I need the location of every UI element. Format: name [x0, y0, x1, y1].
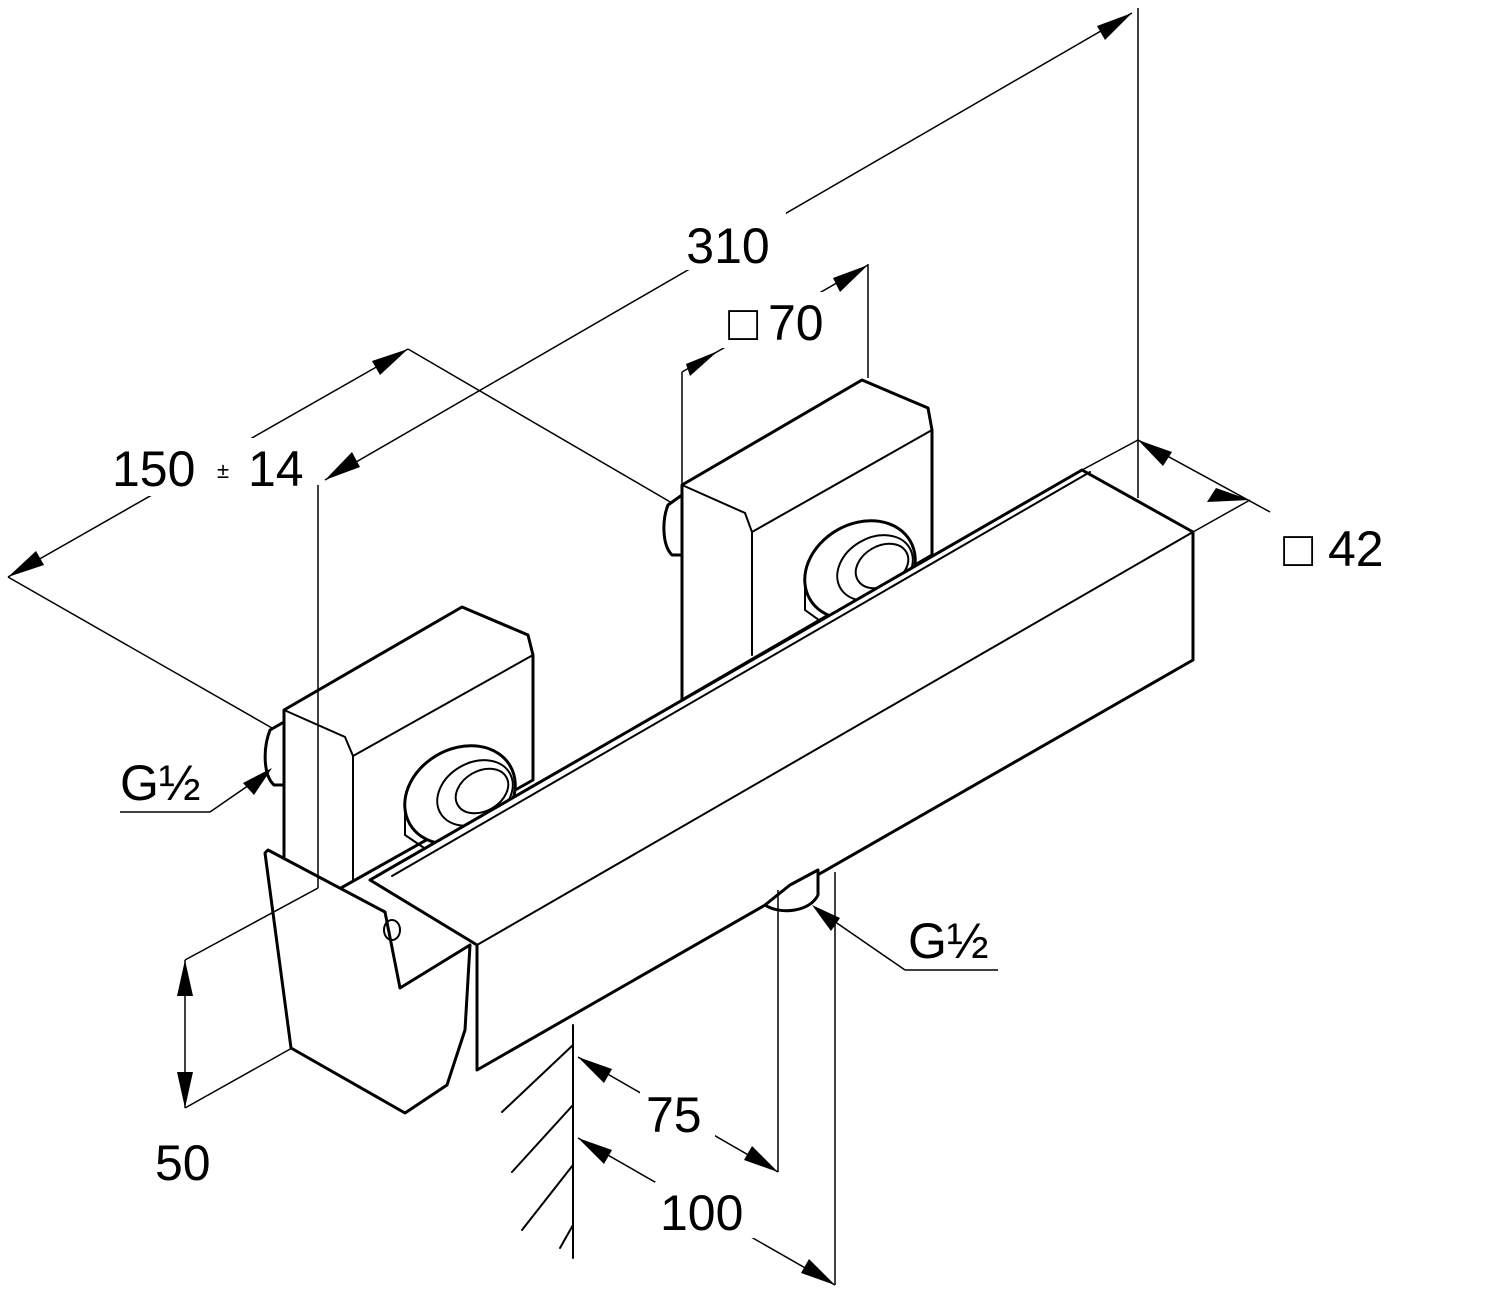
- dim-50: 50: [155, 887, 319, 1191]
- outlet-thread-label: G½: [908, 913, 989, 969]
- dim-inlet-thread: G½: [120, 755, 272, 813]
- dim-flange-70: □ 70: [681, 264, 869, 485]
- dim-bar-42: □ 42: [1081, 439, 1384, 577]
- dim-outlet-thread: G½: [812, 905, 998, 971]
- dim-42-symbol: □: [1283, 521, 1314, 577]
- dim-150-label: 150: [112, 441, 195, 497]
- dim-150: 150 ± 14: [7, 348, 673, 729]
- dim-75: 75: [577, 890, 779, 1173]
- dim-310-label: 310: [686, 218, 769, 274]
- dim-310: 310: [317, 8, 1139, 888]
- dim-100-label: 100: [660, 1185, 743, 1241]
- dim-50-label: 50: [155, 1135, 211, 1191]
- dim-70-symbol: □: [728, 295, 759, 351]
- lever-handle: [263, 848, 472, 1115]
- left-wall-flange: [263, 605, 535, 922]
- dim-42-label: 42: [1328, 521, 1384, 577]
- dim-75-label: 75: [646, 1087, 702, 1143]
- dim-100: 100: [577, 872, 836, 1286]
- dim-150-tolerance: 14: [248, 441, 304, 497]
- inlet-thread-label: G½: [120, 755, 201, 811]
- wall-hatch: [501, 1024, 574, 1259]
- dim-70-label: 70: [768, 295, 824, 351]
- dim-150-tolerance-symbol: ±: [217, 458, 229, 483]
